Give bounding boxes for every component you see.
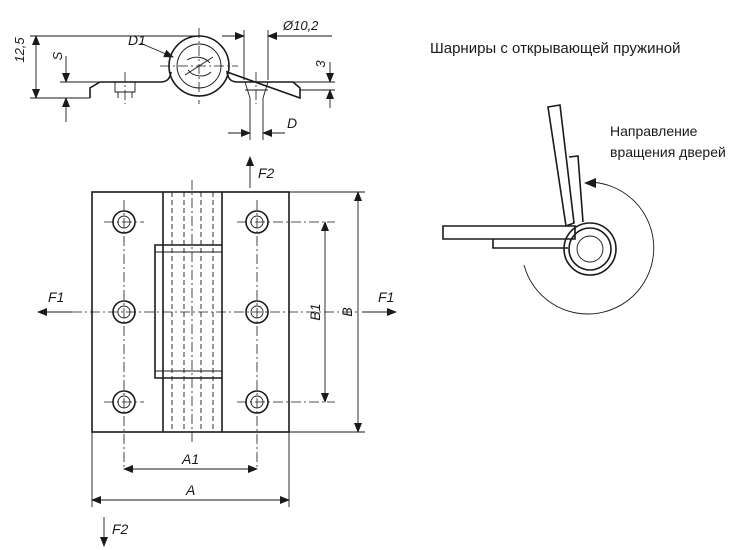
dim-b-label: B xyxy=(339,307,355,316)
dim-a1-label: A1 xyxy=(181,451,199,467)
vertical-leaf-step xyxy=(568,155,584,223)
rotation-caption-line2: вращения дверей xyxy=(610,144,726,160)
horizontal-leaf xyxy=(442,225,576,240)
dim-d-label: D xyxy=(287,115,297,131)
dim-3-label: 3 xyxy=(313,60,328,68)
dim-d1-label: D1 xyxy=(128,32,146,48)
horizontal-leaf-step xyxy=(492,239,568,249)
rotation-knuckle-outer xyxy=(563,222,617,276)
rotation-caption-line1: Направление xyxy=(610,123,698,139)
leaf-cutout xyxy=(154,244,222,379)
front-view: F2 F2 F1 F1 B1 B A1 A xyxy=(37,156,397,547)
side-view: 12,5 S D1 Ø10,2 3 D xyxy=(12,18,335,140)
right-screw-section xyxy=(244,81,269,99)
force-f1-left-label: F1 xyxy=(48,289,64,305)
dim-a-label: A xyxy=(185,482,195,498)
force-f2-bottom-label: F2 xyxy=(112,521,129,537)
force-f1-right-label: F1 xyxy=(378,289,394,305)
drawing-title: Шарниры с открывающей пружиной xyxy=(430,40,680,57)
vertical-leaf xyxy=(547,104,575,228)
dim-12-5-label: 12,5 xyxy=(12,37,27,63)
rotation-arrowhead xyxy=(584,178,596,188)
dim-d1-leader xyxy=(139,42,174,58)
force-f2-top-label: F2 xyxy=(258,165,275,181)
rotation-knuckle-pin xyxy=(576,235,604,263)
rotation-knuckle-mid xyxy=(568,227,612,271)
rotation-diagram xyxy=(442,104,655,315)
dim-d10-label: Ø10,2 xyxy=(282,18,319,33)
dim-s-label: S xyxy=(50,51,65,60)
rotation-arc xyxy=(523,181,655,315)
plate-profile xyxy=(89,70,301,100)
dim-b1-label: B1 xyxy=(307,303,323,320)
